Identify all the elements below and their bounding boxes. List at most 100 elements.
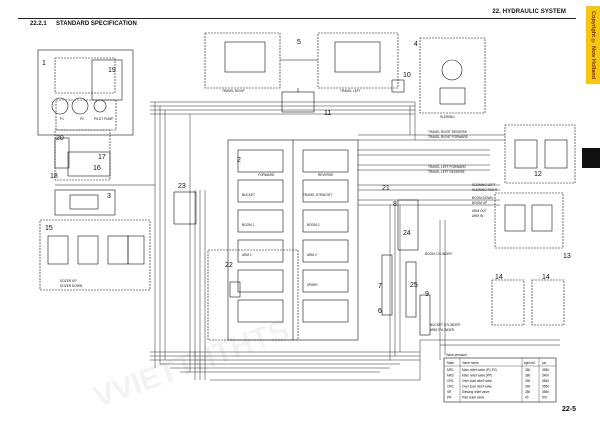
left-control-group [39,219,151,291]
label-boom-up: BOOM UP [472,201,487,205]
pump-housing [54,57,116,94]
pt-row-3: OR1 Over load relief valve 390 5550 [447,379,549,383]
svg-text:MR2: MR2 [447,374,454,378]
label-slewing-left: SLEWING LEFT [472,183,495,187]
callout-14b: 14 [542,274,550,281]
safety-lock-valve [173,191,197,225]
pt-header-psi: psi [542,361,546,365]
label-boom-cyl: BOOM CYLINDER [425,252,452,256]
svg-text:Over load relief valve: Over load relief valve [462,379,492,383]
label-p2: P2 [80,117,84,121]
solenoid-valve-a [491,279,525,326]
label-travel-l-reverse: TRAVEL LEFT REVERSE [428,170,465,174]
chapter-header: 22. HYDRAULIC SYSTEM [492,9,566,15]
copyright-badge: Copyright © New Holland [586,6,600,84]
callout-10: 10 [403,72,411,79]
callout-15: 15 [45,225,53,232]
svg-text:380: 380 [525,374,531,378]
pump-symbol-2 [71,97,89,115]
callout-13: 13 [563,253,571,260]
tank [67,151,111,177]
label-bucket: BUCKET [242,193,255,197]
callout-17: 17 [98,154,106,161]
callout-1: 1 [42,60,46,67]
label-travel-r-reverse: TRAVEL RIGHT REVERSE [428,130,467,134]
pt-header-mark: Mark [447,361,454,365]
pt-header-kgf: kgf/cm2 [524,361,535,365]
label-travel-left: TRAVEL LEFT [340,89,361,93]
left-joystick [47,235,69,265]
travel-motor-left [317,32,399,89]
label-slewing: SLEWING [440,115,455,119]
solenoid-valve-b [531,279,565,326]
slewing-brake [439,87,466,105]
label-arm-2: ARM 2 [307,253,317,257]
header-rule [18,18,576,19]
section-title: STANDARD SPECIFICATION [56,21,137,27]
chapter-tab [582,148,600,168]
pt-row-6: PR Pilot relief valve 40 570 [447,396,548,400]
svg-text:4980: 4980 [542,368,549,372]
copyright-text: Copyright © New Holland [590,10,596,80]
valve-spools [237,149,349,323]
right-joystick [77,235,99,265]
travel-motor-left-core [334,41,381,73]
callout-24: 24 [403,230,411,237]
svg-text:40: 40 [525,396,529,400]
center-swing-valve [229,281,241,298]
callout-16: 16 [93,165,101,172]
label-arm-out: ARM OUT [472,209,487,213]
svg-text:Main relief valve (PP): Main relief valve (PP) [462,374,492,378]
label-slewing-right: SLEWING RIGHT [472,188,498,192]
label-travel-l-forward: TRAVEL LEFT FORWARD [428,165,467,169]
pump-unit [37,49,134,136]
travel-pilot-valve-b [544,139,568,169]
travel-pilot-valve-a [514,139,538,169]
callout-3: 3 [107,193,111,200]
svg-text:5550: 5550 [542,385,549,389]
svg-text:3980: 3980 [542,390,549,394]
page-number: 22-5 [561,406,576,413]
label-p1: P1 [60,117,64,121]
callout-12: 12 [534,171,542,178]
label-dozer-up: DOZER UP [60,279,76,283]
section-number: 22.2.1 [30,21,47,27]
pilot-lines [150,101,560,381]
svg-text:350: 350 [525,368,531,372]
svg-text:5550: 5550 [542,379,549,383]
regulator-block [91,59,123,101]
shuttle-valve [391,79,405,93]
callout-5: 5 [297,39,301,46]
label-arm-1: ARM 1 [242,253,252,257]
callout-numbers: 1 2 3 4 5 6 7 8 9 10 11 12 13 14 14 15 1… [42,39,571,315]
dozer-cylinder [381,254,393,316]
callout-22: 22 [225,262,233,269]
pt-row-1: MR1 Main relief valve (P1,P2) 350 4980 [447,368,549,372]
callout-7: 7 [378,283,382,290]
dozer-lever [127,235,145,265]
pressure-table: Valve pressure Mark Valve name kgf/cm2 p… [444,353,556,402]
callout-6: 6 [378,308,382,315]
label-arm-cyl: ARM CYLINDER [430,328,455,332]
label-arm-in: ARM IN [472,214,484,218]
travel-motor-right [204,32,281,89]
label-travel-straight: TRAVEL STRAIGHT [303,193,332,197]
svg-text:Over load relief valve: Over load relief valve [462,385,492,389]
right-pilot-valve-b [531,204,553,232]
label-travel-r-forward: TRAVEL RIGHT FORWARD [428,135,469,139]
svg-text:280: 280 [525,390,531,394]
callout-8: 8 [393,201,397,208]
pilot-valve-left-inner [69,194,99,210]
right-pilot-valve-a [504,204,526,232]
pressure-table-frame [443,357,557,403]
pt-row-4: OR2 Over load relief valve 390 5550 [447,385,549,389]
pt-header-valve: Valve name [462,361,479,365]
svg-text:OR1: OR1 [447,379,454,383]
pump-symbol [51,97,69,115]
pilot-pump-symbol [93,99,107,113]
svg-text:5400: 5400 [542,374,549,378]
label-travel-right: TRAVEL RIGHT [222,89,245,93]
label-bucket-cyl: BUCKET CYLINDER [430,323,461,327]
callout-23: 23 [178,183,186,190]
